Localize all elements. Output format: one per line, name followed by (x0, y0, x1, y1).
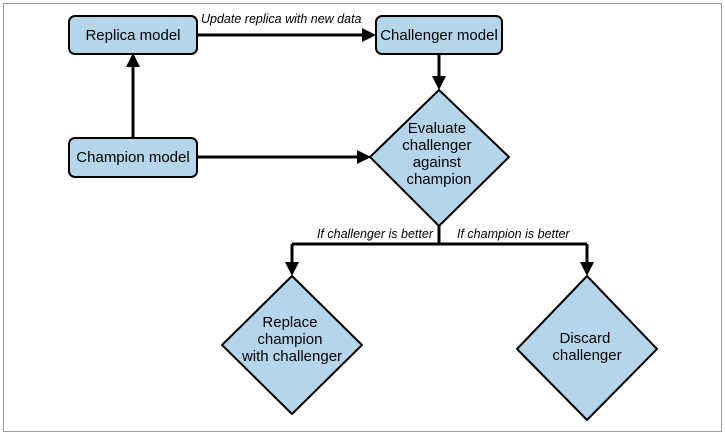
replace-diamond (221, 275, 363, 415)
discard-diamond (516, 275, 658, 421)
arrowhead-replace (285, 262, 299, 276)
node-replica-model: Replica model (68, 15, 198, 55)
node-champion-model: Champion model (68, 137, 198, 178)
edge-label-champion-better: If champion is better (457, 227, 570, 241)
arrowhead-challenger (362, 28, 376, 42)
branch-connector (290, 226, 589, 266)
arrowhead-replica (126, 53, 140, 67)
arrowhead-discard (580, 262, 594, 276)
edge-label-update: Update replica with new data (201, 12, 362, 26)
champion-model-label: Champion model (76, 149, 189, 166)
figure-frame (3, 3, 722, 432)
edges (126, 28, 594, 276)
evaluate-diamond (369, 89, 510, 227)
replica-model-box (68, 15, 198, 55)
challenger-model-box (375, 15, 503, 55)
arrowhead-evaluate-left (357, 150, 371, 164)
discard-label: Discard challenger (552, 330, 621, 364)
node-replace-champion: Replace champion with challenger (221, 275, 363, 415)
node-evaluate-decision: Evaluate challenger against champion (369, 89, 510, 227)
arrowhead-evaluate-top (432, 76, 446, 90)
node-discard-challenger: Discard challenger (516, 275, 658, 421)
edge-label-challenger-better: If challenger is better (317, 227, 434, 241)
node-challenger-model: Challenger model (375, 15, 503, 55)
replica-model-label: Replica model (85, 27, 180, 44)
evaluate-label: Evaluate challenger against champion (402, 120, 475, 188)
champion-model-box (68, 137, 198, 178)
replace-label: Replace champion with challenger (241, 314, 342, 365)
challenger-model-label: Challenger model (380, 27, 498, 44)
